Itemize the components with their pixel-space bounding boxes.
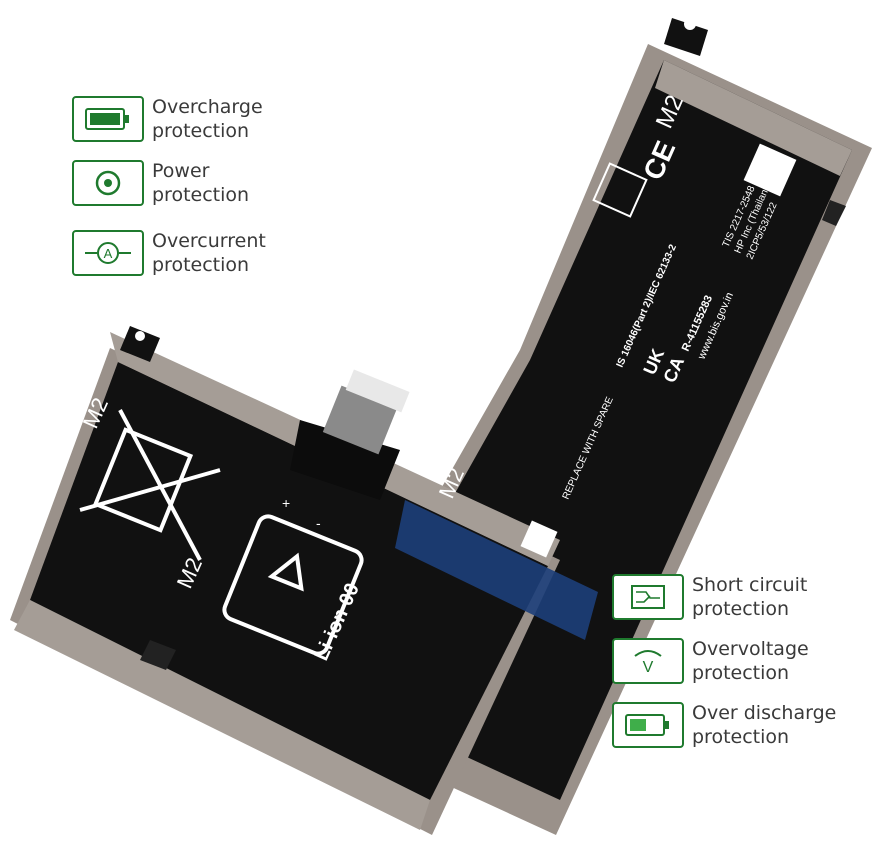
- feature-overvoltage: V Overvoltage protection: [612, 636, 862, 686]
- feature-line2: protection: [152, 120, 250, 142]
- feature-line1: Overvoltage: [692, 638, 809, 660]
- battery-lower-body: [10, 326, 560, 835]
- feature-label: Overvoltage protection: [692, 637, 862, 685]
- feature-line2: protection: [692, 598, 790, 620]
- feature-line1: Power: [152, 160, 210, 182]
- feature-line2: protection: [152, 254, 250, 276]
- circuit-board-icon: [612, 574, 684, 620]
- label-panel: [520, 143, 797, 558]
- blue-tape: [395, 500, 598, 640]
- minus-sign: -: [316, 515, 321, 531]
- low-battery-icon: [612, 702, 684, 748]
- feature-line1: Overcurrent: [152, 230, 266, 252]
- full-battery-icon: [72, 96, 144, 142]
- power-icon: [72, 160, 144, 206]
- svg-text:A: A: [104, 246, 113, 261]
- crossed-bin-icon: [79, 409, 221, 561]
- feature-line1: Over discharge: [692, 702, 837, 724]
- feature-label: Overcharge protection: [152, 95, 322, 143]
- feature-line1: Overcharge: [152, 96, 263, 118]
- feature-power: Power protection: [72, 158, 322, 208]
- feature-label: Overcurrent protection: [152, 229, 322, 277]
- feature-line1: Short circuit: [692, 574, 808, 596]
- feature-label: Short circuit protection: [692, 573, 862, 621]
- feature-overcharge: Overcharge protection: [72, 94, 322, 144]
- feature-overcurrent: A Overcurrent protection: [72, 228, 322, 278]
- feature-line2: protection: [152, 184, 250, 206]
- plus-sign: +: [282, 495, 290, 511]
- battery-connector: [290, 369, 410, 500]
- feature-line2: protection: [692, 726, 790, 748]
- ammeter-icon: A: [72, 230, 144, 276]
- recycle-icon: [222, 514, 364, 656]
- feature-over-discharge: Over discharge protection: [612, 700, 862, 750]
- svg-text:V: V: [643, 659, 654, 676]
- feature-label: Over discharge protection: [692, 701, 862, 749]
- feature-line2: protection: [692, 662, 790, 684]
- voltage-icon: V: [612, 638, 684, 684]
- feature-short-circuit: Short circuit protection: [612, 572, 862, 622]
- feature-label: Power protection: [152, 159, 322, 207]
